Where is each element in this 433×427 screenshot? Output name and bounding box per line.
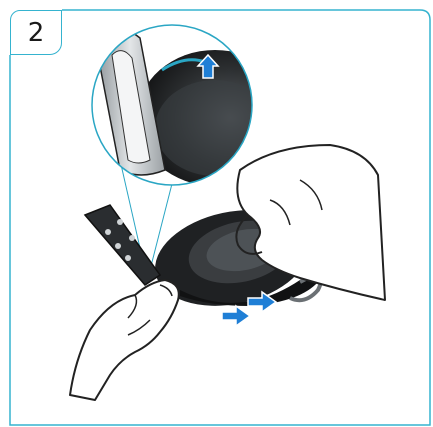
- left-hand: [70, 280, 179, 400]
- step-number: 2: [28, 20, 45, 46]
- step-number-badge: 2: [10, 10, 62, 55]
- headband: [85, 205, 160, 285]
